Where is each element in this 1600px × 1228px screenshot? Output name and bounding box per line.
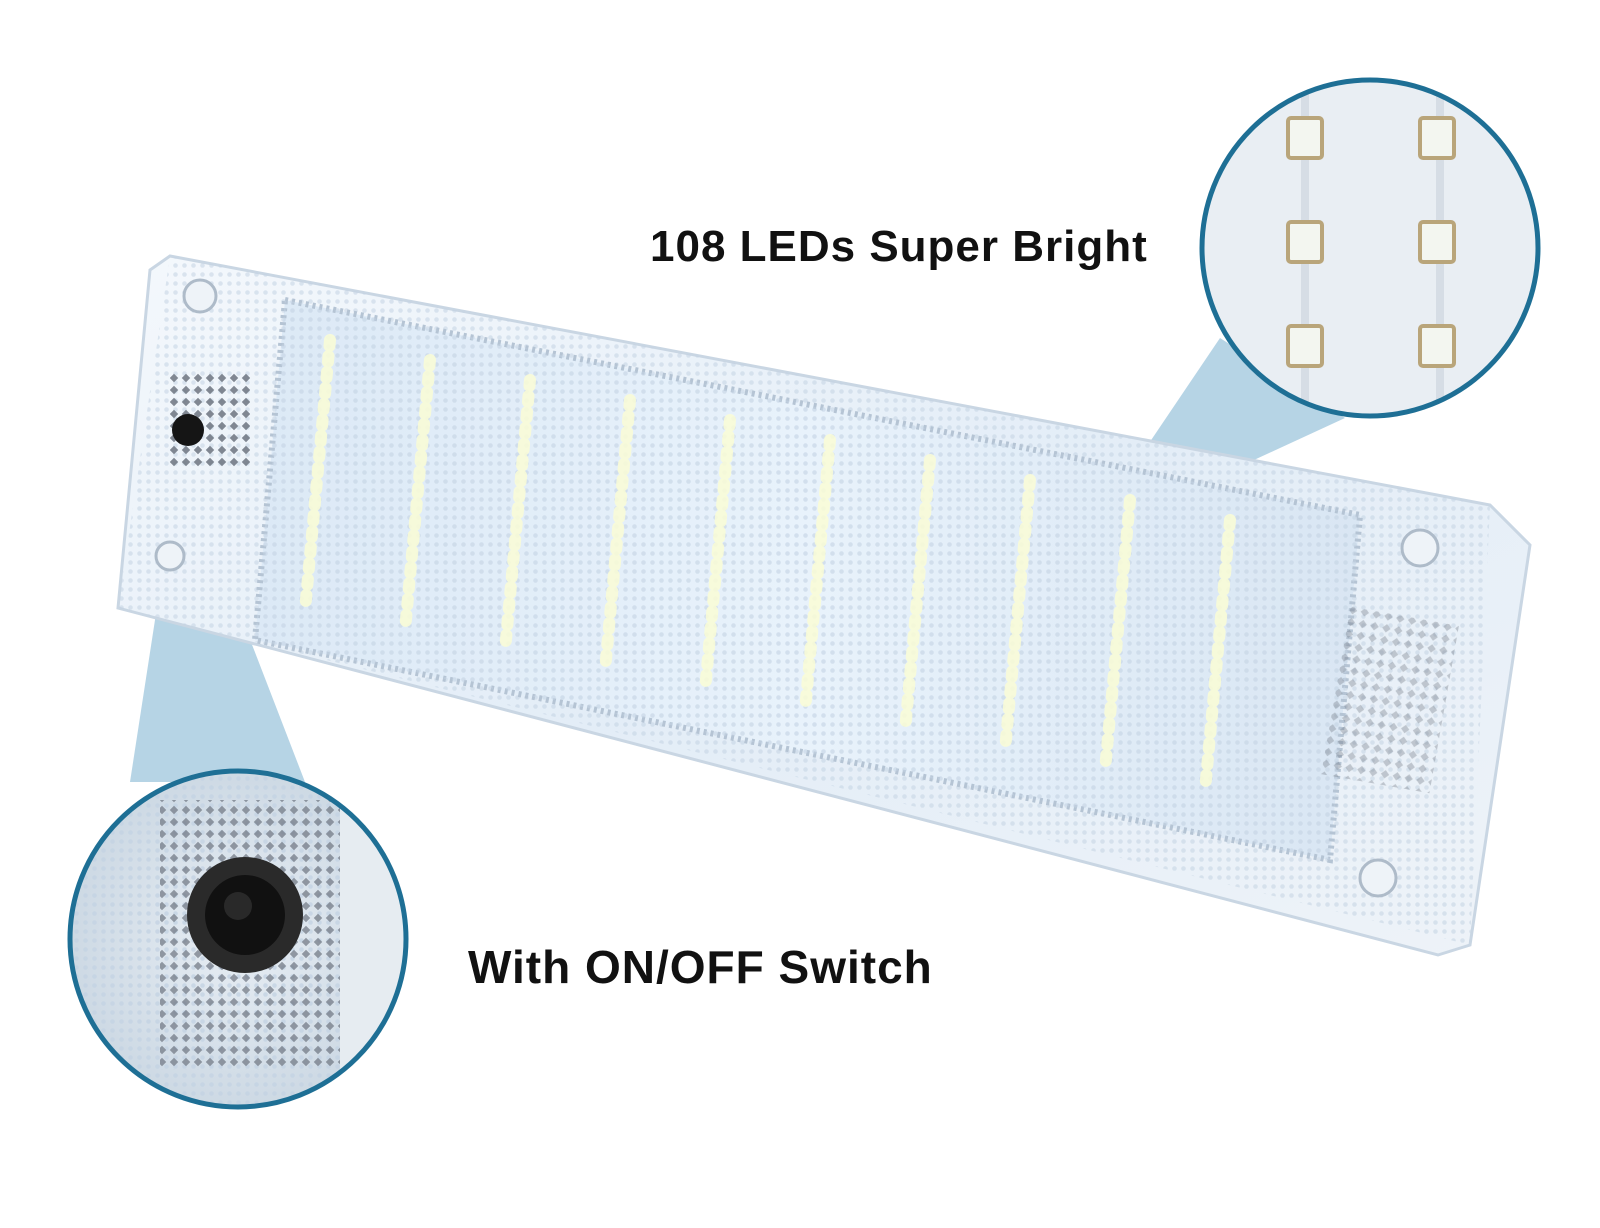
led-rows bbox=[299, 334, 1236, 796]
switch-icon bbox=[172, 414, 204, 446]
leds-caption: 108 LEDs Super Bright bbox=[650, 222, 1148, 271]
screw-hole-icon bbox=[154, 540, 186, 572]
screw-hole-icon bbox=[1358, 858, 1398, 898]
screw-hole-icon bbox=[182, 278, 218, 314]
switch-zoom-callout bbox=[67, 768, 409, 1110]
smd-led-icon bbox=[1286, 116, 1456, 368]
switch-caption: With ON/OFF Switch bbox=[468, 941, 933, 993]
screw-hole-icon bbox=[1400, 528, 1440, 568]
led-zoom-callout bbox=[1199, 77, 1541, 419]
led-light-panel bbox=[116, 254, 1532, 957]
